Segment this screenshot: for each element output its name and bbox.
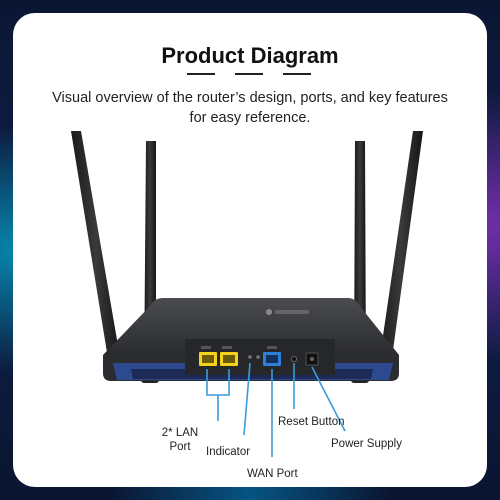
router-diagram — [71, 131, 423, 457]
antenna-right-outer — [377, 131, 423, 367]
callout-lines — [206, 362, 346, 457]
page-title: Product Diagram — [161, 43, 339, 68]
callout-indicator: Indicator — [206, 446, 251, 458]
antenna-left-outer — [71, 131, 122, 367]
brand-logo-icon — [266, 309, 272, 315]
product-diagram-card: Product Diagram Visual overview of the r… — [13, 13, 487, 487]
page-subtitle: Visual overview of the router’s design, … — [52, 90, 448, 126]
callout-power-supply: Power Supply — [331, 438, 402, 450]
wan-port-icon — [263, 346, 281, 366]
callout-wan-port: WAN Port — [247, 468, 298, 480]
callout-lan-port: 2* LAN Port — [161, 427, 199, 453]
callout-reset-button: Reset Button — [278, 416, 345, 428]
power-port-icon — [305, 352, 319, 366]
title-divider — [13, 73, 487, 75]
reset-button-icon — [290, 355, 298, 363]
indicator-led-icon — [248, 355, 252, 359]
lan-port-icon — [199, 346, 238, 366]
